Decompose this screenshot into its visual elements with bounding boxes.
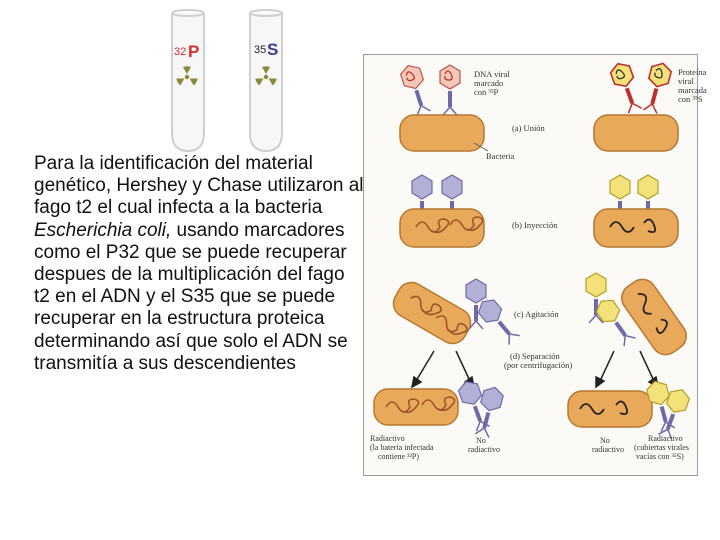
step-a-label: (a) Unión	[512, 123, 546, 133]
bacterium-b-left	[399, 208, 485, 248]
organism-name: Escherichia coli,	[34, 219, 172, 241]
label-dna-viral-3: con ³²P	[474, 87, 498, 97]
label-protein-1: Proteína	[678, 67, 707, 77]
label-dna-viral-2: marcado	[474, 78, 503, 88]
step-d-label-1: (d) Separación	[510, 351, 561, 361]
phage-protein-labeled-right	[606, 58, 675, 117]
result-left-1-line2: (la bateria infectada	[370, 443, 434, 452]
bacterium-c-left	[392, 281, 472, 345]
step-b-label: (b) Inyección	[512, 220, 558, 230]
isotope-letter-p: P	[188, 42, 199, 61]
bacterium-b-right	[593, 208, 679, 248]
result-left-1-line3: contiene ³²P)	[378, 452, 419, 461]
bacterium-a-left	[399, 114, 485, 152]
result-bacterium-right	[567, 390, 653, 428]
test-tube-p32: 32 P	[171, 9, 205, 153]
description-paragraph: Para la identificación del material gené…	[34, 153, 364, 375]
phage-dna-labeled-left	[396, 60, 462, 119]
radioactive-icon	[176, 66, 198, 86]
step-d-label-2: (por centrifugación)	[504, 360, 572, 370]
paragraph-text-part1: Para la identificación del material gené…	[34, 153, 364, 219]
result-left-2-line2: radiactivo	[468, 445, 500, 454]
result-left-1-line1: Radiactivo	[370, 434, 405, 443]
bacterium-c-right	[621, 278, 687, 356]
test-tubes: 32 P 35 S	[160, 5, 300, 155]
step-c-label: (c) Agitación	[514, 309, 559, 319]
label-protein-2: viral	[678, 76, 694, 86]
result-right-1-line2: radiactivo	[592, 445, 624, 454]
label-dna-viral-1: DNA viral	[474, 69, 510, 79]
paragraph-text-part2: usando marcadores como el P32 que se pue…	[34, 219, 348, 374]
detached-phage-left-2	[472, 293, 525, 349]
radioactive-icon	[255, 66, 277, 86]
label-protein-4: con ³⁵S	[678, 94, 703, 104]
result-right-2-line2: (cubiertas virales	[634, 443, 689, 452]
isotope-letter-s: S	[267, 40, 278, 59]
isotope-number-35: 35	[254, 44, 266, 56]
hershey-chase-figure: DNA viral marcado con ³²P Proteína viral…	[363, 54, 707, 476]
result-phage-pellet-left	[454, 376, 507, 441]
bacteria-label: Bacteria	[486, 151, 515, 161]
bacterium-a-right	[593, 114, 679, 152]
result-right-2-line3: vacías con ³⁵S)	[636, 452, 684, 461]
result-right-2-line1: Radiactivo	[648, 434, 683, 443]
isotope-number-32: 32	[174, 46, 186, 58]
result-left-2-line1: No	[476, 436, 486, 445]
result-right-1-line1: No	[600, 436, 610, 445]
label-protein-3: marcada	[678, 85, 707, 95]
test-tube-s35: 35 S	[249, 9, 283, 153]
